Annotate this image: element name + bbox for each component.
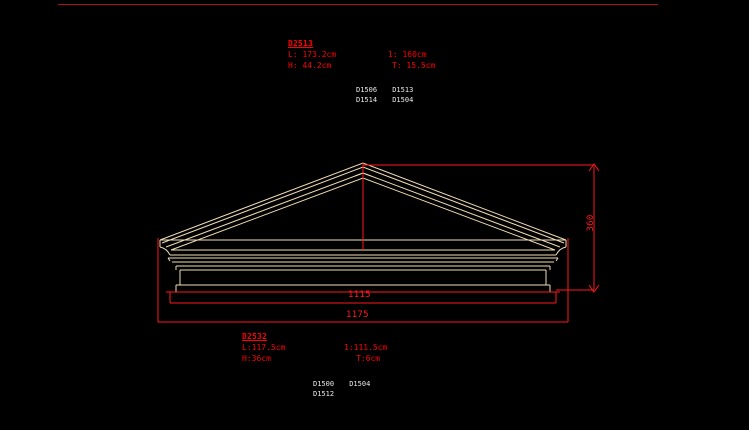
bottom-annotation-length: L:117.5cm <box>242 343 286 352</box>
part-number: D1514 <box>356 96 378 104</box>
dimension-inner-width: 1115 <box>348 290 371 300</box>
top-annotation-code: D2513 <box>288 39 314 48</box>
part-number: D1504 <box>349 380 371 388</box>
part-number: D1512 <box>313 390 335 398</box>
part-number: D1506 <box>356 86 378 94</box>
bottom-annotation-inner-length: 1:111.5cm <box>344 343 388 352</box>
drawing-frame-rule <box>58 4 658 5</box>
top-annotation-length: L: 173.2cm <box>288 50 337 59</box>
top-part-row-2: D1514 D1504 <box>356 95 424 105</box>
bottom-part-row-1: D1500 D1504 <box>313 379 381 389</box>
part-number: D1500 <box>313 380 335 388</box>
top-part-list: D1506 D1513 D1514 D1504 <box>356 85 424 105</box>
part-number: D1513 <box>392 86 414 94</box>
bottom-annotation-code: D2532 <box>242 332 268 341</box>
dimension-outer-width: 1175 <box>346 310 369 320</box>
bottom-part-list: D1500 D1504 D1512 <box>313 379 381 399</box>
top-annotation-height: H: 44.2cm <box>288 61 332 70</box>
top-annotation-thickness: T: 15.5cm <box>392 61 436 70</box>
dimension-height: 360 <box>586 214 596 232</box>
bottom-part-row-2: D1512 <box>313 389 381 399</box>
top-annotation-inner-length: 1: 160cm <box>388 50 427 59</box>
bottom-annotation-height: H:36cm <box>242 354 271 363</box>
part-number: D1504 <box>392 96 414 104</box>
dimension-lines <box>157 163 600 323</box>
bottom-annotation-thickness: T:6cm <box>356 354 381 363</box>
top-part-row-1: D1506 D1513 <box>356 85 424 95</box>
